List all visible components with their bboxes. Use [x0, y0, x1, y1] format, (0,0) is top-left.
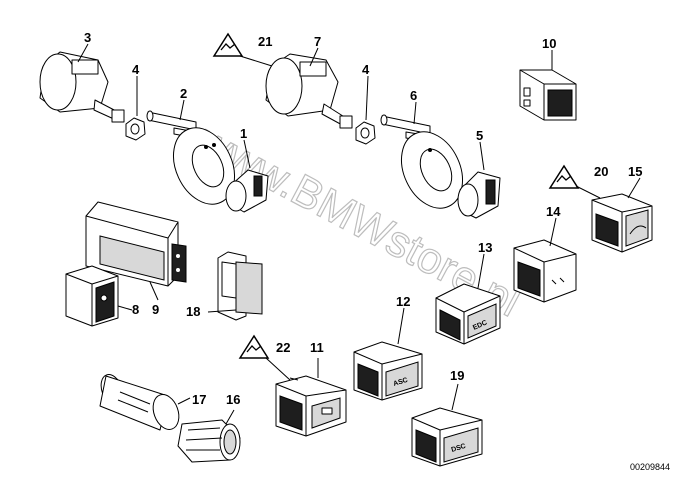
callout-8: 8	[132, 302, 139, 317]
warning-triangle-22-icon	[238, 334, 270, 359]
callout-19: 19	[450, 368, 464, 383]
callout-11: 11	[310, 340, 324, 355]
switch-11	[275, 375, 347, 437]
callout-4-left: 4	[132, 62, 140, 77]
switch-12-asc	[353, 341, 423, 401]
switch-19-dsc	[411, 407, 483, 467]
callout-4-right: 4	[362, 62, 370, 77]
switch-10	[519, 69, 577, 121]
callout-18: 18	[186, 304, 200, 319]
dsc-label: DSC	[451, 443, 467, 454]
warning-triangle-20-icon	[548, 164, 580, 189]
switch-15	[591, 193, 653, 253]
callout-14: 14	[546, 204, 561, 219]
callout-9: 9	[152, 302, 159, 317]
callout-17: 17	[192, 392, 206, 407]
switch-14	[513, 239, 577, 303]
bezel-ring-1	[173, 127, 235, 205]
knob-1	[225, 169, 269, 213]
callout-16: 16	[226, 392, 240, 407]
callout-3: 3	[84, 30, 91, 45]
callout-22: 22	[276, 340, 290, 355]
bezel-ring-6	[401, 131, 463, 209]
switch-holder-9	[85, 201, 187, 287]
callout-7: 7	[314, 34, 321, 49]
callout-2: 2	[180, 86, 187, 101]
callout-10: 10	[542, 36, 556, 51]
clip-18	[217, 251, 263, 321]
document-id: 00209844	[630, 462, 670, 472]
rotary-actuator-3	[39, 51, 125, 123]
callout-1: 1	[240, 126, 247, 141]
callout-21: 21	[258, 34, 272, 49]
callout-5: 5	[476, 128, 483, 143]
asc-label: ASC	[393, 377, 409, 388]
plug-16	[177, 419, 241, 463]
switch-13-edc	[435, 283, 501, 345]
nut-4-right	[355, 121, 376, 145]
socket-17	[99, 374, 180, 431]
nut-4-left	[125, 117, 146, 141]
callout-20: 20	[594, 164, 608, 179]
callout-6: 6	[410, 88, 417, 103]
warning-triangle-21-icon	[212, 32, 244, 57]
switch-8	[65, 265, 119, 327]
knob-5	[457, 171, 501, 219]
callout-13: 13	[478, 240, 492, 255]
rotary-actuator-7	[265, 53, 353, 129]
callout-15: 15	[628, 164, 642, 179]
callout-12: 12	[396, 294, 410, 309]
